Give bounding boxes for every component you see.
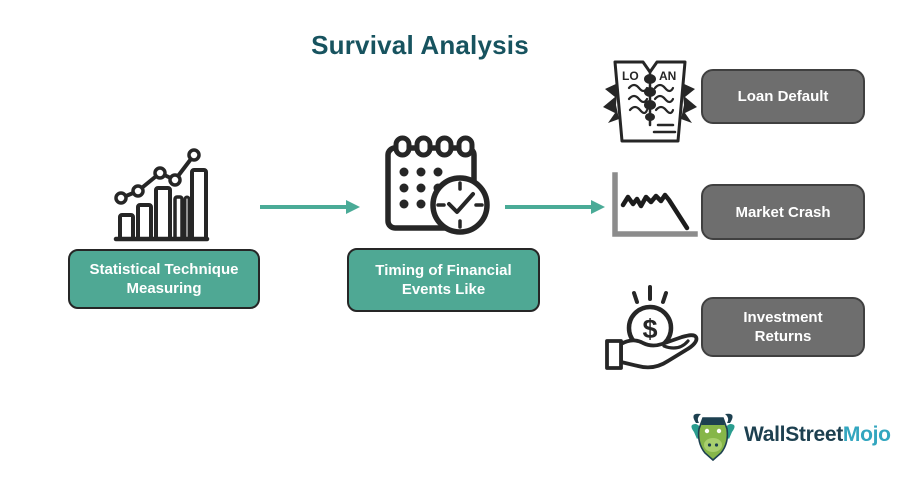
step-label-text: Statistical Technique Measuring — [89, 261, 239, 297]
bar-chart-trend-icon — [113, 148, 210, 242]
page-title: Survival Analysis — [311, 30, 529, 60]
torn-loan-document-icon: LO AN — [603, 60, 697, 143]
step-label-statistical-technique: Statistical Technique Measuring — [68, 249, 260, 309]
logo-wordmark: WallStreetMojo — [744, 423, 891, 447]
step-label-timing-events: Timing of Financial Events Like — [347, 248, 540, 312]
declining-chart-icon — [612, 172, 698, 237]
outcome-label-market-crash: Market Crash — [701, 184, 865, 240]
calendar-clock-icon — [385, 135, 490, 235]
dollar-symbol: $ — [642, 314, 657, 344]
outcome-label-text: Market Crash — [735, 203, 831, 221]
svg-text:AN: AN — [659, 69, 676, 83]
svg-text:LO: LO — [622, 69, 639, 83]
bull-mascot-icon — [691, 413, 735, 462]
logo-text-secondary: Mojo — [842, 423, 891, 446]
outcome-label-investment-returns: Investment Returns — [701, 297, 865, 357]
hand-coin-icon: $ — [605, 285, 699, 370]
outcome-label-loan-default: Loan Default — [701, 69, 865, 124]
arrow-right-icon — [260, 200, 360, 214]
arrow-right-icon — [505, 200, 605, 214]
outcome-label-text: Investment Returns — [743, 309, 823, 345]
step-label-text: Timing of Financial Events Like — [375, 262, 512, 298]
logo-text-primary: WallStreet — [744, 423, 843, 446]
wallstreetmojo-logo: WallStreetMojo — [688, 408, 891, 462]
outcome-label-text: Loan Default — [737, 88, 829, 105]
